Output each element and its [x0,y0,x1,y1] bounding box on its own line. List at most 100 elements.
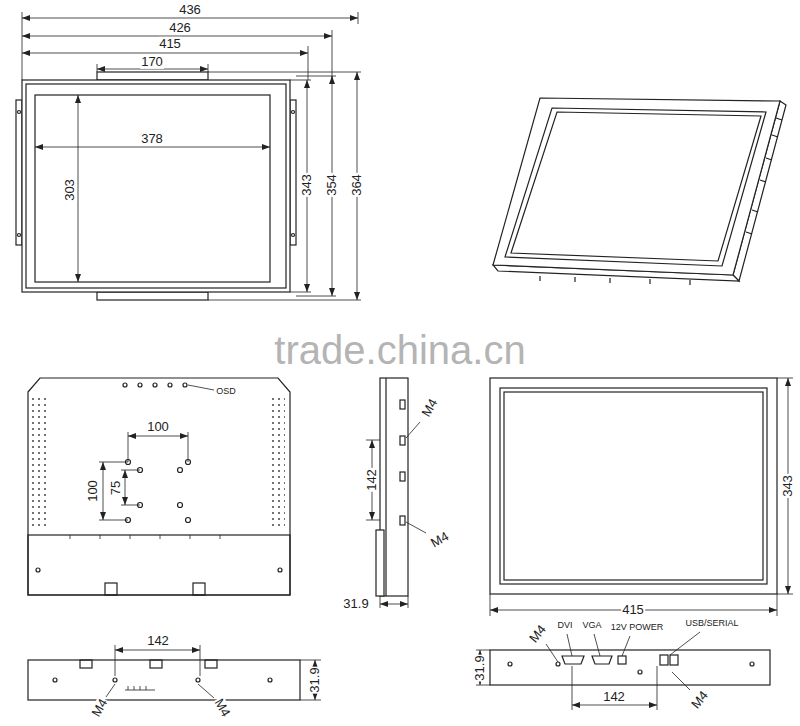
dimension-line [35,147,270,148]
connector-label: 12V POWER [610,623,665,633]
dimension-label: 436 [178,3,202,17]
top-tab [97,72,208,80]
screw [36,568,40,572]
notch [80,660,92,668]
screw [556,662,560,666]
extension-lines [476,650,657,710]
side-view [366,378,426,608]
bracket-hole [18,111,21,114]
dimension-label: 31.9 [473,654,487,681]
bottom-profile [490,650,770,685]
dimension-label: 343 [300,173,314,197]
connector-label: DVI [556,621,573,631]
screw-label: M4 [419,396,441,421]
leader-line [106,684,115,697]
dimension-label: 100 [146,420,170,434]
bracket-slot [400,436,405,445]
screw [638,670,642,674]
dvi-port [562,656,584,664]
bracket-slot [400,400,405,409]
screen [505,108,766,266]
extension-lines [99,432,188,520]
side-brackets [540,118,782,285]
vga-port [592,656,612,664]
osd-button [168,383,172,387]
port-marks [125,686,155,690]
dimension-label: 303 [63,178,77,202]
leader-line [594,634,600,656]
vesa-hole [178,468,183,473]
leader-line [406,422,420,438]
dimension-label: 170 [140,55,164,69]
extension-lines [115,645,321,700]
notch [150,660,162,668]
vesa-hole [178,503,183,508]
dimension-label: 426 [168,20,192,34]
connector-label: USB/SERIAL [684,619,739,629]
dimension-label: 142 [365,468,379,492]
bracket-hole [18,234,21,237]
left-bracket [16,100,22,245]
dimension-label: 364 [350,173,364,197]
dimension-line [103,462,104,520]
dimension-line [125,470,126,505]
screw [268,678,272,682]
dimension-line [572,705,657,706]
watermark: trade.china.cn [273,328,526,372]
band-marks [70,535,220,539]
screw-label: M4 [526,622,550,647]
bezel [493,98,780,275]
foot [193,583,205,595]
leader-line [622,636,630,656]
screen-inner [504,392,763,580]
button-label: OSD [215,387,237,397]
leader-line [546,644,558,662]
serial-port [670,655,678,665]
osd-button [183,383,187,387]
notch [205,660,217,668]
dimension-label: 343 [781,474,795,498]
bezel-edge [26,84,286,288]
extension-lines [366,440,408,608]
dimension-line [380,604,408,605]
vesa-hole [186,518,191,523]
dimension-line [115,650,200,651]
screw [508,662,512,666]
bezel-line [385,378,386,596]
dimension-label: 415 [621,603,645,617]
dimension-label: 100 [86,479,100,503]
osd-button [153,383,157,387]
front-dimensions [22,12,361,300]
rear-base [376,530,384,596]
dimension-label: 142 [146,634,170,648]
bezel [22,80,290,292]
extension-lines [490,378,793,616]
dimension-label: 31.9 [308,666,322,693]
leader-line [406,522,426,533]
screw [750,662,754,666]
bottom-profile [28,660,300,700]
osd-button [138,383,142,387]
bottom-view [28,645,321,700]
dimension-label: 75 [109,480,123,496]
dimension-line [78,95,79,282]
dimension-label: 142 [602,690,626,704]
foot [105,583,117,595]
leader-line [198,684,214,698]
bracket-slot [400,472,405,481]
bezel [490,378,777,594]
screw [113,678,117,682]
leader-line [567,634,572,656]
perspective-view [493,98,786,285]
leader-line [672,672,690,690]
leader-line [188,385,214,390]
bracket-slot [400,516,405,525]
osd-button [123,383,127,387]
screen [35,95,270,282]
bracket-hole [292,234,295,237]
screw-label: M4 [688,688,712,713]
front-view-plain [490,378,793,616]
vent-grille [31,395,47,527]
back-view [28,378,290,595]
